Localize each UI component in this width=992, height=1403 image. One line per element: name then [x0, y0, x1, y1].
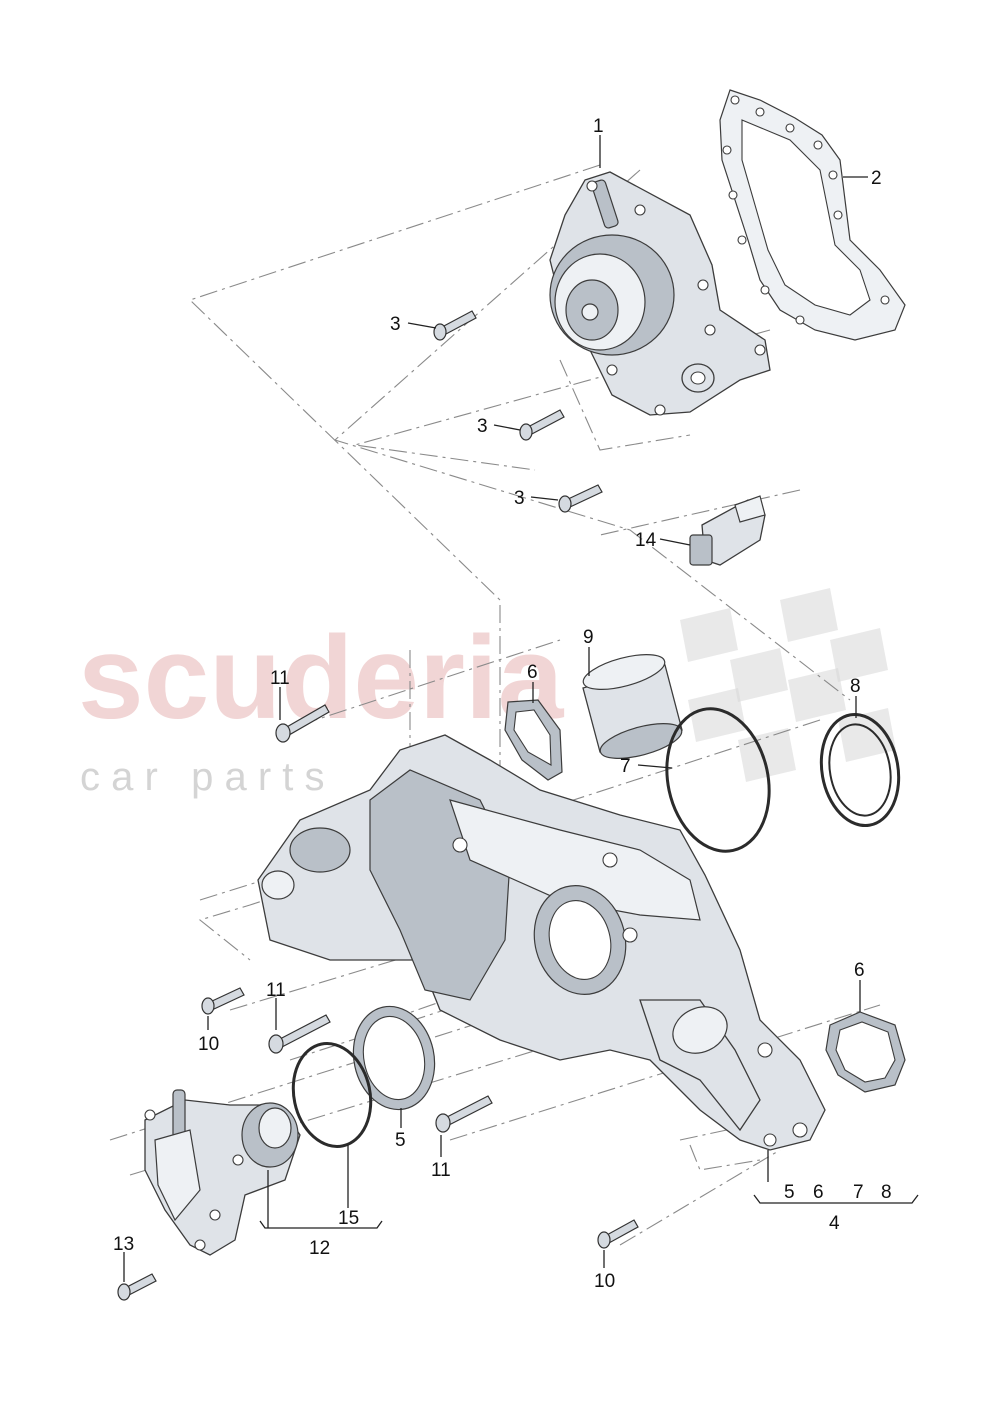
- callout-group-7: 7: [853, 1182, 864, 1203]
- seal-part-6-lower[interactable]: [825, 1011, 906, 1093]
- coolant-housing[interactable]: [257, 734, 826, 1151]
- sleeve-part-9[interactable]: [580, 648, 685, 766]
- callout-10-lower: 10: [594, 1271, 615, 1292]
- watermark: scuderia c a r p a r t s: [78, 588, 896, 799]
- bolt-part-13[interactable]: [117, 1273, 157, 1301]
- callout-5: 5: [395, 1130, 406, 1151]
- callout-12: 12: [309, 1238, 330, 1259]
- bolt-part-11-upper[interactable]: [275, 704, 330, 743]
- gasket-part-2[interactable]: [719, 89, 906, 341]
- callout-labels: 1 2 3 3 3 14 9 6 11 8 7 6 11 10 5 11 15 …: [113, 116, 892, 1292]
- callout-group-6: 6: [813, 1182, 824, 1203]
- callout-8: 8: [850, 676, 861, 697]
- o-ring-part-8[interactable]: [813, 708, 907, 831]
- callout-13: 13: [113, 1234, 134, 1255]
- temperature-sensor-part-14[interactable]: [689, 495, 766, 566]
- callout-3-lower: 3: [514, 488, 525, 509]
- bolt-part-3-lower[interactable]: [558, 484, 603, 513]
- callout-3-middle: 3: [477, 416, 488, 437]
- thermostat-housing[interactable]: [144, 1089, 301, 1256]
- checkered-flag-icon: [680, 588, 896, 782]
- water-pump-part-1[interactable]: [549, 171, 771, 416]
- o-ring-part-8-inner: [828, 723, 892, 817]
- callout-11-lower: 11: [431, 1160, 451, 1181]
- callout-10-upper: 10: [198, 1034, 219, 1055]
- callout-15: 15: [338, 1208, 359, 1229]
- watermark-brand: scuderia: [78, 612, 565, 744]
- callout-group-8: 8: [881, 1182, 892, 1203]
- callout-6-upper: 6: [527, 662, 538, 683]
- callout-14: 14: [635, 530, 657, 551]
- callout-4: 4: [829, 1213, 840, 1234]
- bolt-part-10-lower[interactable]: [597, 1219, 639, 1249]
- callout-3-upper: 3: [390, 314, 401, 335]
- o-ring-part-15[interactable]: [284, 1036, 380, 1154]
- bolt-part-11-lower[interactable]: [435, 1095, 493, 1133]
- callout-7: 7: [620, 756, 631, 777]
- seal-part-6-upper[interactable]: [504, 699, 563, 781]
- callout-9: 9: [583, 627, 594, 648]
- bolt-part-3-middle[interactable]: [519, 409, 565, 441]
- bolt-part-10-upper[interactable]: [201, 987, 245, 1015]
- callout-1: 1: [593, 116, 604, 137]
- callout-11-upper: 11: [270, 668, 290, 689]
- bolt-part-11-middle[interactable]: [268, 1014, 331, 1054]
- leader-lines: [123, 135, 868, 1282]
- callout-group-5: 5: [784, 1182, 795, 1203]
- group-bracket-part-4: [753, 1194, 919, 1204]
- callout-6-lower: 6: [854, 960, 865, 981]
- seal-ring-part-5[interactable]: [344, 999, 444, 1117]
- callout-11-middle: 11: [266, 980, 286, 1001]
- callout-2: 2: [871, 168, 882, 189]
- watermark-tagline: c a r p a r t s: [80, 755, 325, 799]
- o-ring-part-7[interactable]: [654, 699, 782, 861]
- group-bracket-part-12: [259, 1220, 383, 1229]
- bolt-part-3-upper[interactable]: [433, 310, 477, 341]
